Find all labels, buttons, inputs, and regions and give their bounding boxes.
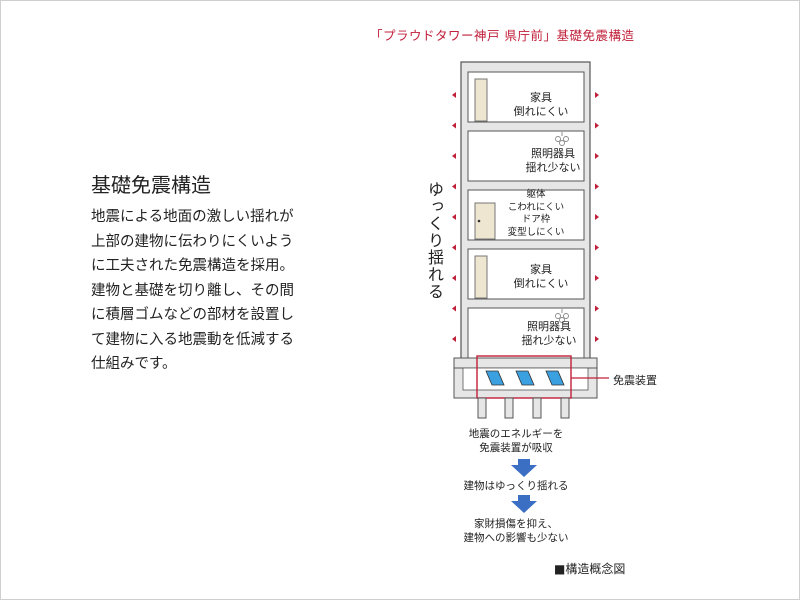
pile [560,397,570,419]
ceiling-light-icon [555,309,569,323]
pile [477,397,487,419]
sway-arrow-icon [595,92,599,98]
pile [532,397,542,419]
floor-label: 照明器具揺れ少ない [525,147,581,174]
floor-label: 家具倒れにくい [513,91,569,118]
flow-arrow-icon [511,495,537,513]
description-line: に積層ゴムなどの部材を設置し [91,307,294,323]
seismic-isolator-icon [485,370,505,386]
sway-arrow-icon [595,183,599,190]
sway-arrow-icon [595,275,599,281]
sway-arrow-icon [452,183,456,190]
description-line: て建物に入る地震動を低減する [91,331,294,348]
description-line: 上部の建物に伝わりにくいよう [91,233,294,250]
sway-arrow-icon [595,214,599,220]
floor-label: 家具倒れにくい [513,263,569,290]
description-line: 建物と基礎を切り離し、その間 [91,282,294,299]
pile [504,397,514,419]
figure-title: ■構造概念図 [554,562,626,576]
description-line: 地震による地面の激しい揺れが [91,209,294,225]
sway-arrow-icon [595,244,599,251]
seismic-isolator-icon [515,370,535,386]
sway-arrow-icon [452,92,456,98]
furniture-icon [474,78,488,122]
description-line: に工夫された免震構造を採用。 [91,258,294,274]
sway-arrow-icon [452,214,456,220]
sway-arrow-icon [452,305,456,312]
floor-label: 照明器具揺れ少ない [521,320,577,347]
sway-arrow-icon [595,305,599,312]
door-knob-icon [477,219,481,223]
floor-label: 躯体こわれにくいドア枠変型しにくい [507,189,565,238]
sway-arrow-icon [452,244,456,251]
sway-arrow-icon [595,336,599,342]
sway-arrow-icon [452,275,456,281]
isolator-label: 免震装置 [613,374,657,387]
figure-caption: 「プラウドタワー神戸 県庁前」基礎免震構造 [370,28,635,43]
sway-arrow-icon [452,336,456,342]
description-line: 仕組みです。 [91,356,177,372]
floor-room [467,307,585,359]
flow-step-2: 建物はゆっくり揺れる [463,480,569,492]
seismic-isolator-icon [545,370,565,386]
door-icon [474,202,496,240]
isolator-highlight-box [476,355,572,399]
sway-arrow-icon [452,122,456,129]
sway-arrow-icon [452,153,456,159]
flow-step-1: 地震のエネルギーを免震装置が吸収 [468,428,564,454]
description-text: 地震による地面の激しい揺れが 上部の建物に伝わりにくいよう に工夫された免震構造… [91,205,331,377]
sway-arrows [452,92,599,342]
sway-arrow-icon [595,122,599,129]
floor-room [467,130,585,182]
sway-arrow-icon [595,153,599,159]
ceiling-light-icon [555,132,569,146]
flow-arrow-icon [511,459,537,477]
base-slab [453,357,598,369]
furniture-icon [474,255,488,299]
flow-step-3: 家財損傷を抑え、建物への影響も少ない [463,518,569,544]
slow-sway-label: ゆっくり揺れる [425,181,444,300]
section-heading: 基礎免震構造 [91,173,211,197]
